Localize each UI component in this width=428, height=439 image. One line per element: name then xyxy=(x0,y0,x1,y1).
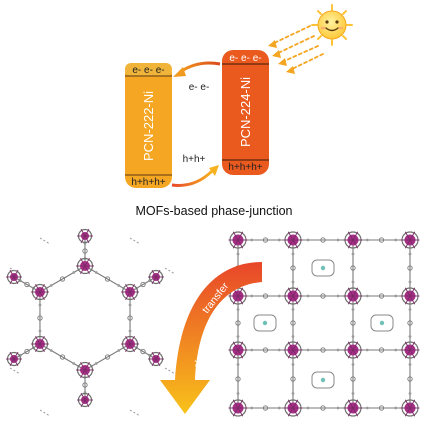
metal-node xyxy=(400,231,420,249)
porphyrin-linker xyxy=(311,371,335,389)
left-bar-holes: h+h+h+ xyxy=(131,177,165,188)
right-bar-electrons: e- e- e- xyxy=(229,53,261,64)
charge-transfer-arrow: charge transfer xyxy=(160,262,262,414)
metal-node xyxy=(76,257,94,275)
electron-arrow-label: e- e- xyxy=(189,82,210,93)
linker xyxy=(127,292,133,344)
linker xyxy=(235,296,241,350)
metal-node xyxy=(283,341,303,359)
linker xyxy=(407,296,413,350)
linker xyxy=(350,240,356,296)
metal-node xyxy=(76,361,94,379)
linker xyxy=(290,240,296,296)
metal-node xyxy=(400,341,420,359)
metal-node xyxy=(77,392,93,408)
linker xyxy=(293,293,353,299)
linker xyxy=(84,343,131,371)
pcn-222-ni-bar: e- e- e- h+h+h+ PCN-222-Ni xyxy=(125,63,172,188)
metal-node xyxy=(148,351,165,367)
linker xyxy=(39,265,86,293)
metal-node xyxy=(5,351,22,367)
electron-transfer-arrow: e- e- xyxy=(173,61,221,93)
metal-node xyxy=(228,231,248,249)
metal-node xyxy=(283,231,303,249)
porphyrin-linker xyxy=(253,314,277,332)
linker xyxy=(235,350,241,408)
metal-node xyxy=(77,228,93,244)
linker xyxy=(290,350,296,408)
porphyrin-linker xyxy=(311,259,335,277)
hole-transfer-arrow: h+h+ xyxy=(171,154,219,187)
pcn-222-framework xyxy=(5,228,176,417)
linker xyxy=(407,240,413,296)
metal-node xyxy=(121,283,140,301)
porphyrin-linker xyxy=(370,314,394,332)
light-rays xyxy=(268,25,324,74)
linker xyxy=(407,350,413,408)
metal-node xyxy=(343,399,363,417)
metal-node xyxy=(400,399,420,417)
metal-node xyxy=(228,341,248,359)
linker xyxy=(84,265,131,293)
linker xyxy=(37,292,43,344)
linker xyxy=(293,347,353,353)
left-bar-electrons: e- e- e- xyxy=(132,65,164,76)
linker xyxy=(39,343,86,371)
linker xyxy=(290,296,296,350)
metal-node xyxy=(343,287,363,305)
metal-node xyxy=(400,287,420,305)
pcn-224-ni-bar: e- e- e- h+h+h+ PCN-224-Ni xyxy=(222,50,269,175)
metal-node xyxy=(148,269,165,285)
linker xyxy=(350,350,356,408)
metal-node xyxy=(30,335,49,353)
metal-node xyxy=(343,231,363,249)
sun-icon xyxy=(311,4,353,46)
pcn-224-framework xyxy=(228,231,420,417)
metal-node xyxy=(283,287,303,305)
hole-arrow-label: h+h+ xyxy=(183,154,206,165)
right-bar-holes: h+h+h+ xyxy=(228,162,262,173)
linker xyxy=(293,405,353,411)
metal-node xyxy=(343,341,363,359)
linker xyxy=(293,237,353,243)
metal-node xyxy=(121,335,140,353)
metal-node xyxy=(30,283,49,301)
left-bar-label: PCN-222-Ni xyxy=(141,91,156,161)
linker xyxy=(350,296,356,350)
figure-caption: MOFs-based phase-junction xyxy=(135,204,292,218)
metal-node xyxy=(5,269,22,285)
metal-node xyxy=(283,399,303,417)
right-bar-label: PCN-224-Ni xyxy=(238,77,253,147)
metal-node xyxy=(228,399,248,417)
